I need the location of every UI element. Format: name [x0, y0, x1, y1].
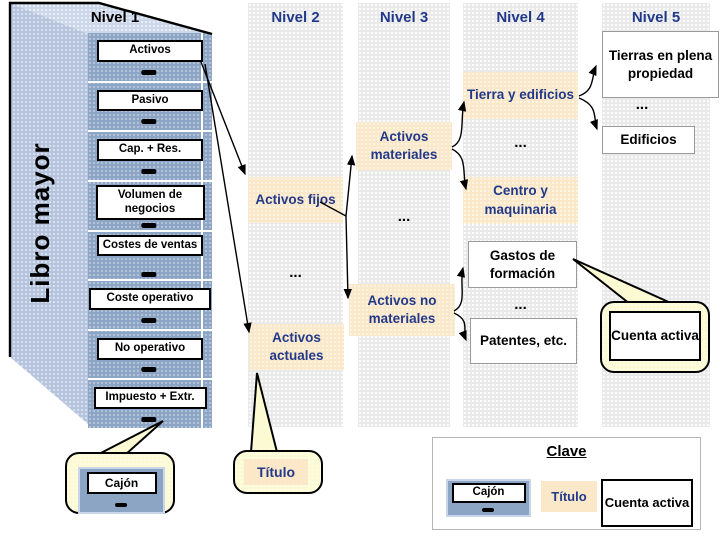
drawer-handle-icon [481, 508, 494, 512]
drawer-handle-icon [141, 417, 157, 422]
drawer-label: No operativo [97, 337, 203, 360]
account-tierras-plena-propiedad: Tierras en plena propiedad [602, 31, 719, 98]
title-activos-actuales: Activos actuales [249, 324, 344, 370]
level2-ellipsis: ... [289, 264, 302, 281]
account-edificios: Edificios [602, 126, 695, 154]
level5-ellipsis: ... [635, 96, 649, 113]
drawer-handle-icon [141, 222, 157, 228]
drawer-cap-res: Cap. + Res. [88, 132, 212, 182]
legend-title-chip: Título [541, 481, 597, 512]
drawer-label: Coste operativo [89, 288, 211, 310]
level3-header: Nivel 3 [379, 9, 429, 26]
titulo-callout: Título [233, 450, 323, 494]
drawer-handle-icon [141, 317, 157, 323]
cuenta-activa-box: Cuenta activa [609, 311, 701, 361]
drawer-impuesto: Impuesto + Extr. [88, 380, 212, 428]
level2-header: Nivel 2 [271, 9, 320, 26]
drawer-panel: Activos Pasivo Cap. + Res. Volumen de ne… [88, 33, 212, 428]
level4-header: Nivel 4 [496, 9, 545, 26]
level3-column [358, 3, 450, 427]
title-tierra-edificios: Tierra y edificios [463, 72, 578, 119]
drawer-coste-operativo: Coste operativo [88, 281, 212, 331]
legend-drawer-label: Cajón [451, 483, 526, 503]
drawer-handle-icon [141, 367, 157, 373]
drawer-label: Pasivo [97, 89, 203, 112]
level3-ellipsis: ... [397, 208, 411, 225]
ledger-title: Libro mayor [25, 142, 55, 304]
drawer-handle-icon [141, 168, 157, 174]
title-activos-no-materiales: Activos no materiales [349, 284, 455, 336]
arrow-tierra-to-tierras [578, 64, 597, 97]
legend: Clave Cajón Título Cuenta activa [432, 437, 701, 530]
cajon-callout: Cajón [65, 452, 175, 514]
account-patentes: Patentes, etc. [470, 318, 577, 364]
level5-header: Nivel 5 [631, 9, 681, 26]
drawer-handle-icon [141, 69, 157, 75]
drawer-label: Impuesto + Extr. [93, 387, 207, 410]
drawer-pasivo: Pasivo [88, 83, 212, 133]
legend-account-box: Cuenta activa [601, 479, 693, 527]
drawer-activos: Activos [88, 33, 212, 83]
drawer-label: Costes de ventas [97, 234, 203, 257]
title-centro-maquinaria: Centro y maquinaria [463, 177, 578, 224]
titulo-chip: Título [244, 459, 308, 485]
legend-drawer-icon: Cajón [446, 479, 531, 517]
drawer-handle-icon [114, 503, 127, 507]
level1-header: Nivel 1 [90, 9, 140, 26]
drawer-costes-ventas: Costes de ventas [88, 232, 212, 282]
account-gastos-formacion: Gastos de formación [468, 241, 577, 288]
level4-ellipsis-bottom: ... [514, 296, 527, 313]
legend-title: Clave [546, 443, 587, 460]
drawer-label: Volumen de negocios [95, 184, 205, 221]
drawer-no-operativo: No operativo [88, 331, 212, 381]
drawer-example-icon: Cajón [78, 467, 165, 514]
cuenta-activa-callout: Cuenta activa [600, 301, 710, 373]
drawer-volumen: Volumen de negocios [88, 182, 212, 232]
arrow-fijos-to-no-materiales [343, 215, 352, 300]
arrow-tierra-to-edificios [578, 97, 598, 131]
drawer-label: Cap. + Res. [97, 139, 203, 162]
title-activos-fijos: Activos fijos [248, 177, 343, 223]
drawer-label: Activos [97, 40, 203, 62]
title-activos-materiales: Activos materiales [356, 122, 452, 170]
arrow-no-materiales-to-gastos [453, 266, 466, 312]
level4-ellipsis-top: ... [514, 134, 527, 151]
cajon-label: Cajón [86, 472, 157, 495]
drawer-handle-icon [141, 272, 157, 278]
drawer-handle-icon [141, 119, 157, 125]
